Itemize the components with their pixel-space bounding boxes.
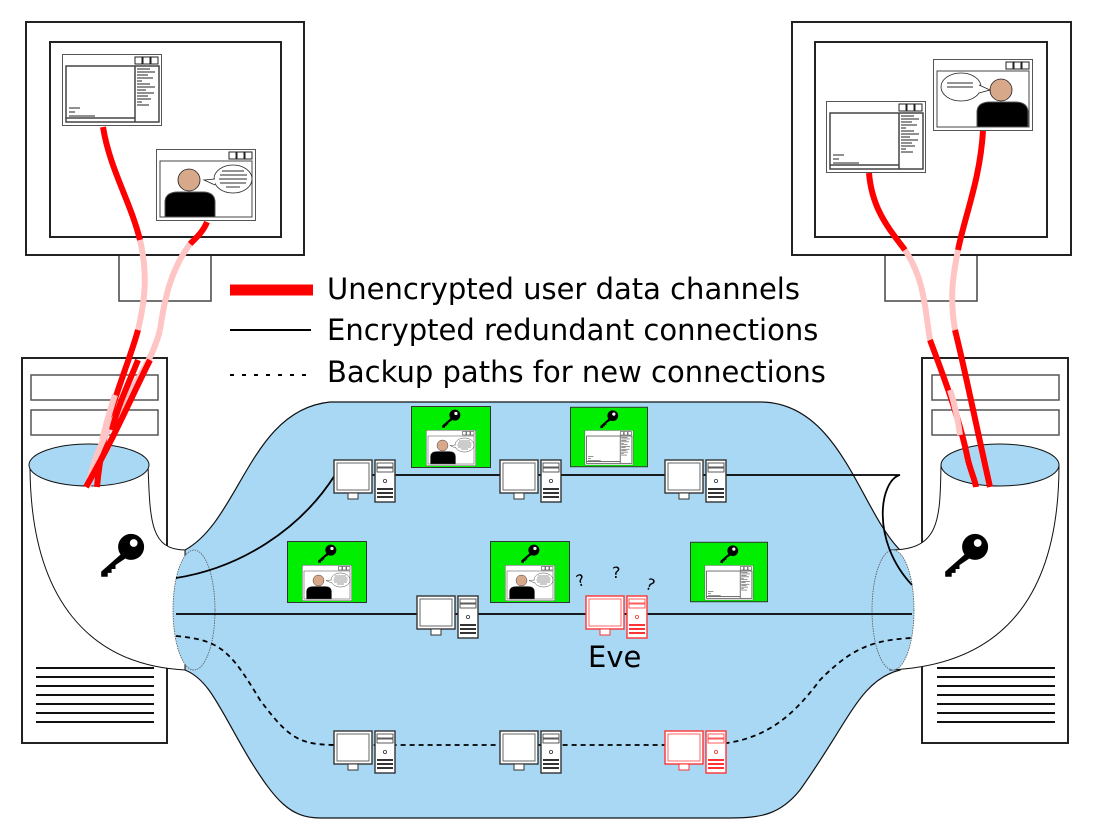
right-video-chat-window <box>933 59 1033 131</box>
user-data-channels <box>83 126 993 489</box>
legend-label: Unencrypted user data channels <box>327 272 800 306</box>
eve-label: Eve <box>588 640 641 674</box>
left-pipe-joint <box>172 549 216 671</box>
legend-item-encrypted: Encrypted redundant connections <box>230 313 818 347</box>
right-terminal-window <box>826 101 926 173</box>
left-terminal-window <box>62 54 162 126</box>
left-monitor <box>25 21 305 302</box>
vent-grille <box>36 667 154 723</box>
encrypted-packet-terminal <box>690 542 767 601</box>
right-monitor <box>791 21 1072 302</box>
legend-label: Backup paths for new connections <box>327 355 826 389</box>
question-mark: ? <box>612 563 621 582</box>
legend: Unencrypted user data channels Encrypted… <box>230 272 826 389</box>
right-pipe-joint <box>871 549 915 671</box>
encrypted-packet-terminal <box>570 407 647 466</box>
right-channel-video <box>955 130 986 251</box>
right-channel-terminal <box>866 172 908 252</box>
right-pipe-opening <box>940 443 1060 487</box>
network-cloud <box>184 401 901 819</box>
right-monitor-stand <box>884 254 978 302</box>
legend-item-unencrypted: Unencrypted user data channels <box>230 272 800 306</box>
vent-grille <box>937 667 1055 723</box>
legend-label: Encrypted redundant connections <box>327 313 818 347</box>
left-video-chat-window <box>156 149 256 221</box>
left-channel-video <box>187 220 210 247</box>
legend-item-backup: Backup paths for new connections <box>230 355 826 389</box>
encrypted-packet-video <box>412 407 491 468</box>
drive-bay <box>931 409 1060 436</box>
encrypted-packet-video <box>288 542 367 603</box>
encrypted-packet-video <box>491 542 570 603</box>
left-channel-terminal <box>100 126 143 241</box>
right-encryption-pipe <box>889 464 1060 671</box>
drive-bay <box>30 409 159 436</box>
